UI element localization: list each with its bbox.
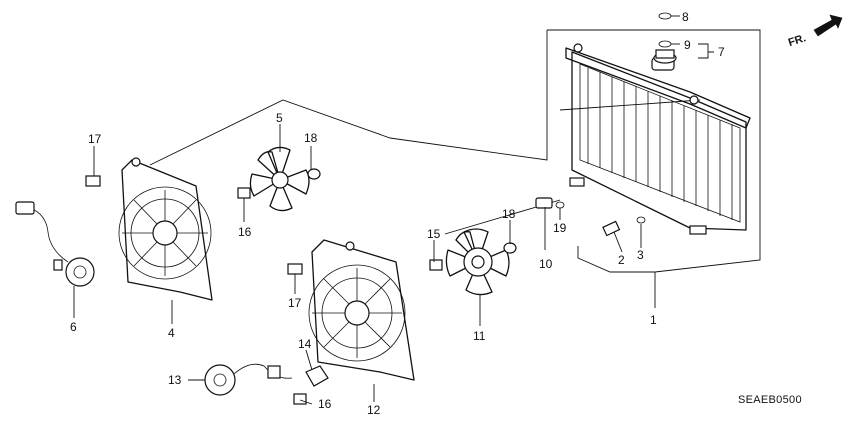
fan-shroud-right xyxy=(308,239,415,381)
callout-7: 7 xyxy=(718,45,725,59)
forward-arrow-icon: FR. xyxy=(787,14,843,49)
callout-16-upper: 16 xyxy=(238,225,252,239)
fan-shroud-left xyxy=(118,157,213,301)
cap-and-seals xyxy=(653,12,677,64)
callout-5: 5 xyxy=(276,111,283,125)
callout-labels: 1 2 3 4 5 6 7 8 9 10 11 12 13 14 15 16 1… xyxy=(70,10,725,417)
callout-1: 1 xyxy=(650,313,657,327)
callout-17-lower: 17 xyxy=(288,296,302,310)
callout-leaders xyxy=(73,15,714,405)
callout-8: 8 xyxy=(682,10,689,24)
callout-11: 11 xyxy=(473,329,486,343)
callout-12: 12 xyxy=(367,403,381,417)
thermo-switch xyxy=(535,197,565,209)
callout-9: 9 xyxy=(684,38,691,52)
callout-16-lower: 16 xyxy=(318,397,332,411)
assembly-outline xyxy=(149,29,761,308)
callout-18-upper: 18 xyxy=(304,131,318,145)
diagram-code: SEAEB0500 xyxy=(738,394,802,406)
callout-10: 10 xyxy=(539,257,553,271)
callout-3: 3 xyxy=(637,248,644,262)
wire-clip xyxy=(305,365,329,387)
fan-motor-left xyxy=(15,201,95,287)
callout-2: 2 xyxy=(618,253,625,267)
drain-plug xyxy=(602,216,646,237)
callout-4: 4 xyxy=(168,326,175,340)
condenser-fan-blade xyxy=(445,228,510,296)
callout-17-upper: 17 xyxy=(88,132,102,146)
callout-15: 15 xyxy=(427,227,441,241)
callout-19: 19 xyxy=(553,221,567,235)
callout-6: 6 xyxy=(70,320,77,334)
callout-18-lower: 18 xyxy=(502,207,516,221)
callout-14: 14 xyxy=(298,337,312,351)
cooling-fan-blade xyxy=(249,146,310,212)
radiator xyxy=(565,43,751,235)
fan-motor-right xyxy=(204,363,293,396)
callout-13: 13 xyxy=(168,373,182,387)
direction-label: FR. xyxy=(787,32,808,49)
